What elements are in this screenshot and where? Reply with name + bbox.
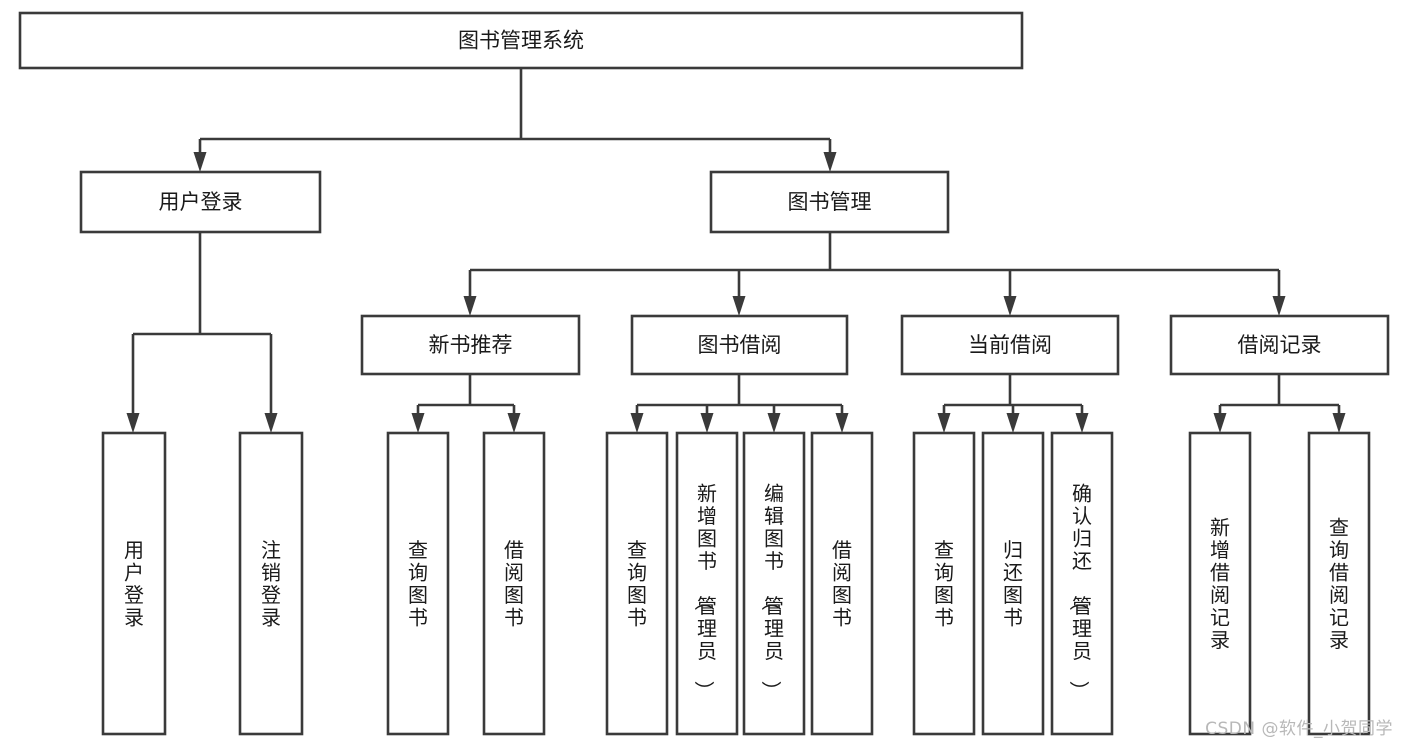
node-leaf-query-book-current[interactable]: 查询图书 <box>912 431 976 736</box>
arrowhead-icon <box>193 152 207 172</box>
node-box-leaf-user-login[interactable] <box>101 431 167 736</box>
node-box-book-borrow[interactable] <box>630 314 849 376</box>
node-box-borrow-record[interactable] <box>1169 314 1390 376</box>
arrowhead-icon <box>463 296 477 316</box>
connector-group-bookmgmt-to-level3 <box>463 232 1286 316</box>
node-leaf-query-book-recommend[interactable]: 查询图书 <box>386 431 450 736</box>
node-box-root[interactable] <box>18 11 1024 70</box>
node-book-management[interactable]: 图书管理 <box>709 170 950 234</box>
arrowhead-icon <box>264 413 278 433</box>
node-label-leaf-confirm-return-admin: 确认归还（管理员） <box>1067 482 1092 701</box>
node-label-leaf-query-borrow-record: 查询借阅记录 <box>1329 515 1349 652</box>
arrowhead-icon <box>1272 296 1286 316</box>
node-label-leaf-add-borrow-record: 新增借阅记录 <box>1210 515 1230 652</box>
arrowhead-icon <box>835 413 849 433</box>
node-leaf-borrow-book-recommend[interactable]: 借阅图书 <box>482 431 546 736</box>
arrowhead-icon <box>411 413 425 433</box>
node-leaf-logout-login[interactable]: 注销登录 <box>238 431 304 736</box>
node-label-leaf-add-book-admin: 新增图书（管理员） <box>692 482 717 701</box>
node-box-leaf-query-book-current[interactable] <box>912 431 976 736</box>
node-label-leaf-query-book-current: 查询图书 <box>934 538 954 630</box>
connector-group-borrow-to-leaves <box>630 374 849 433</box>
node-box-leaf-confirm-return-admin[interactable] <box>1050 431 1114 736</box>
node-label-leaf-query-book-recommend: 查询图书 <box>408 538 428 630</box>
node-label-leaf-borrow-book-recommend: 借阅图书 <box>504 538 524 630</box>
node-box-leaf-edit-book-admin[interactable] <box>742 431 806 736</box>
arrowhead-icon <box>630 413 644 433</box>
arrowhead-icon <box>1213 413 1227 433</box>
node-label-leaf-return-book: 归还图书 <box>1003 538 1023 630</box>
node-label-leaf-user-login: 用户登录 <box>124 538 144 630</box>
node-current-borrow[interactable]: 当前借阅 <box>900 314 1120 376</box>
arrowhead-icon <box>1075 413 1089 433</box>
node-box-leaf-query-borrow-record[interactable] <box>1307 431 1371 736</box>
csdn-watermark: CSDN @软件_小贺同学 <box>1205 719 1393 739</box>
node-book-borrow[interactable]: 图书借阅 <box>630 314 849 376</box>
arrowhead-icon <box>1332 413 1346 433</box>
connector-group-userlogin-to-leaves <box>126 232 278 433</box>
connector-group-recommend-to-leaves <box>411 374 521 433</box>
node-box-leaf-borrow-book-recommend[interactable] <box>482 431 546 736</box>
node-box-current-borrow[interactable] <box>900 314 1120 376</box>
node-root[interactable]: 图书管理系统 <box>18 11 1024 70</box>
node-new-book-recommend[interactable]: 新书推荐 <box>360 314 581 376</box>
node-leaf-edit-book-admin[interactable]: 编辑图书（管理员） <box>742 431 806 736</box>
node-box-new-book-recommend[interactable] <box>360 314 581 376</box>
arrowhead-icon <box>767 413 781 433</box>
node-leaf-add-book-admin[interactable]: 新增图书（管理员） <box>675 431 739 736</box>
nodes-layer: 图书管理系统用户登录图书管理新书推荐图书借阅当前借阅借阅记录用户登录注销登录查询… <box>18 11 1390 736</box>
node-label-new-book-recommend: 新书推荐 <box>429 333 513 357</box>
node-borrow-record[interactable]: 借阅记录 <box>1169 314 1390 376</box>
node-label-leaf-query-book-borrow: 查询图书 <box>627 538 647 630</box>
arrowhead-icon <box>937 413 951 433</box>
arrowhead-icon <box>1003 296 1017 316</box>
node-box-leaf-add-book-admin[interactable] <box>675 431 739 736</box>
node-label-book-management: 图书管理 <box>788 190 872 214</box>
node-box-book-management[interactable] <box>709 170 950 234</box>
node-label-root: 图书管理系统 <box>458 29 584 53</box>
node-label-leaf-logout-login: 注销登录 <box>261 538 281 630</box>
connector-group-record-to-leaves <box>1213 374 1346 433</box>
node-leaf-query-book-borrow[interactable]: 查询图书 <box>605 431 669 736</box>
node-label-leaf-borrow-book: 借阅图书 <box>832 538 852 630</box>
node-label-leaf-edit-book-admin: 编辑图书（管理员） <box>759 482 784 701</box>
node-box-leaf-query-book-recommend[interactable] <box>386 431 450 736</box>
arrowhead-icon <box>1006 413 1020 433</box>
node-box-leaf-borrow-book[interactable] <box>810 431 874 736</box>
node-leaf-user-login[interactable]: 用户登录 <box>101 431 167 736</box>
node-leaf-query-borrow-record[interactable]: 查询借阅记录 <box>1307 431 1371 736</box>
node-label-book-borrow: 图书借阅 <box>698 333 782 357</box>
node-leaf-add-borrow-record[interactable]: 新增借阅记录 <box>1188 431 1252 736</box>
connector-group-current-to-leaves <box>937 374 1089 433</box>
node-label-current-borrow: 当前借阅 <box>968 333 1052 357</box>
connector-group-root-to-level2 <box>193 68 837 172</box>
node-box-leaf-query-book-borrow[interactable] <box>605 431 669 736</box>
arrowhead-icon <box>823 152 837 172</box>
arrowhead-icon <box>507 413 521 433</box>
node-box-leaf-return-book[interactable] <box>981 431 1045 736</box>
node-leaf-confirm-return-admin[interactable]: 确认归还（管理员） <box>1050 431 1114 736</box>
node-label-borrow-record: 借阅记录 <box>1238 333 1322 357</box>
node-box-user-login[interactable] <box>79 170 322 234</box>
node-user-login[interactable]: 用户登录 <box>79 170 322 234</box>
arrowhead-icon <box>732 296 746 316</box>
arrowhead-icon <box>700 413 714 433</box>
node-box-leaf-add-borrow-record[interactable] <box>1188 431 1252 736</box>
arrowhead-icon <box>126 413 140 433</box>
node-box-leaf-logout-login[interactable] <box>238 431 304 736</box>
node-leaf-return-book[interactable]: 归还图书 <box>981 431 1045 736</box>
node-label-user-login: 用户登录 <box>159 190 243 214</box>
node-leaf-borrow-book[interactable]: 借阅图书 <box>810 431 874 736</box>
connectors-layer <box>126 68 1346 433</box>
